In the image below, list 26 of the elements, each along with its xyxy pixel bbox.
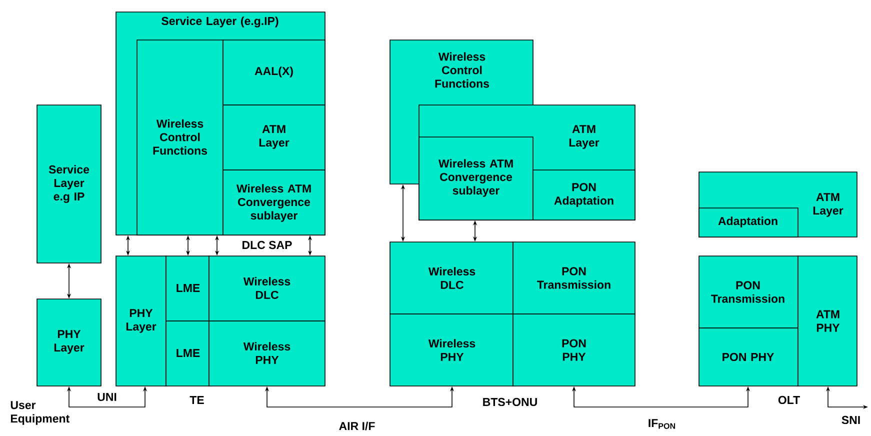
layer-box: LME <box>166 256 210 322</box>
edge-label: UNI <box>98 392 116 401</box>
layer-box: PON PHY <box>698 328 798 386</box>
layer-box: Service Layer e.g IP <box>36 104 102 264</box>
layer-box: PON Transmission <box>698 256 798 328</box>
layer-box: Wireless ATM Convergence sublayer <box>222 170 326 236</box>
edge-label: AIR I/F <box>339 422 375 430</box>
layer-box: PHY Layer <box>36 298 102 386</box>
layer-box: PON PHY <box>512 314 636 386</box>
layer-box: AAL(X) <box>222 40 326 106</box>
layer-box: PON Transmission <box>512 242 636 314</box>
layer-box: Wireless DLC <box>390 242 514 314</box>
layer-box: ATM PHY <box>798 256 858 386</box>
text-label: BTS+ONU <box>483 398 537 406</box>
edge-label: SNI <box>842 416 860 424</box>
layer-box: Wireless PHY <box>390 314 514 386</box>
text-label: OLT <box>778 396 800 404</box>
layer-box: Adaptation <box>698 208 798 238</box>
text-label: DLC SAP <box>242 240 292 250</box>
edge-label: IF$_{PON}$ <box>648 419 676 429</box>
layer-box: Wireless ATM Convergence sublayer <box>418 136 534 220</box>
layer-box: PON Adaptation <box>532 170 636 220</box>
text-label: User Equipment <box>10 401 70 425</box>
text-label: TE <box>190 396 204 404</box>
layer-box: ATM Layer <box>222 104 326 170</box>
layer-box: LME <box>166 320 210 386</box>
